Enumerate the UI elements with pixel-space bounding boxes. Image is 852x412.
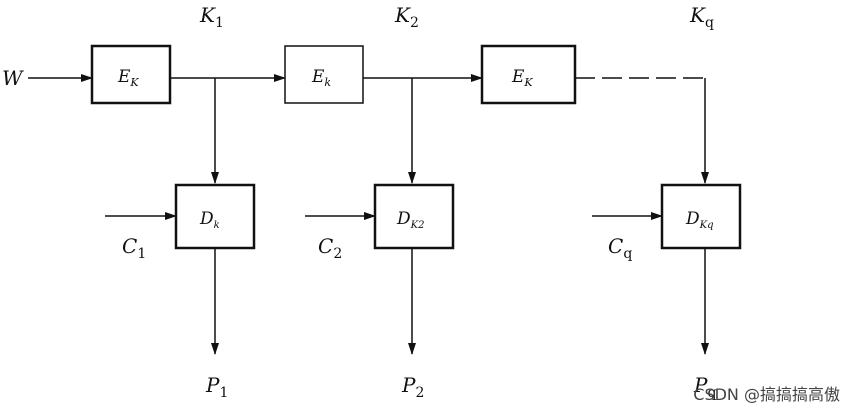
p-label-q: Pq xyxy=(693,373,716,401)
top-label-2: K2 xyxy=(394,3,419,31)
d-block-2 xyxy=(373,183,455,250)
d-block-2-label: DK2 xyxy=(396,209,424,231)
top-label-q: Kq xyxy=(689,3,714,31)
top-label-1: K1 xyxy=(199,3,224,31)
p-label-1: P1 xyxy=(205,373,228,401)
d-block-1-label: Dk xyxy=(199,209,220,231)
d-block-q-label: DKq xyxy=(685,209,714,231)
d-block-1 xyxy=(174,183,256,250)
e-block-2-label: Ek xyxy=(311,67,331,89)
c-label-q: Cq xyxy=(608,234,632,262)
e-block-2 xyxy=(284,45,364,104)
input-label: W xyxy=(2,66,24,90)
e-block-3 xyxy=(480,44,577,105)
watermark: CSDN @搞搞搞高傲 xyxy=(693,385,840,404)
c-label-2: C2 xyxy=(318,234,342,262)
d-block-q xyxy=(660,183,742,250)
c-label-1: C1 xyxy=(122,234,146,262)
e-block-1 xyxy=(90,44,172,105)
e-block-3-label: EK xyxy=(511,67,533,89)
e-block-1-label: EK xyxy=(117,67,139,89)
p-label-2: P2 xyxy=(401,373,424,401)
